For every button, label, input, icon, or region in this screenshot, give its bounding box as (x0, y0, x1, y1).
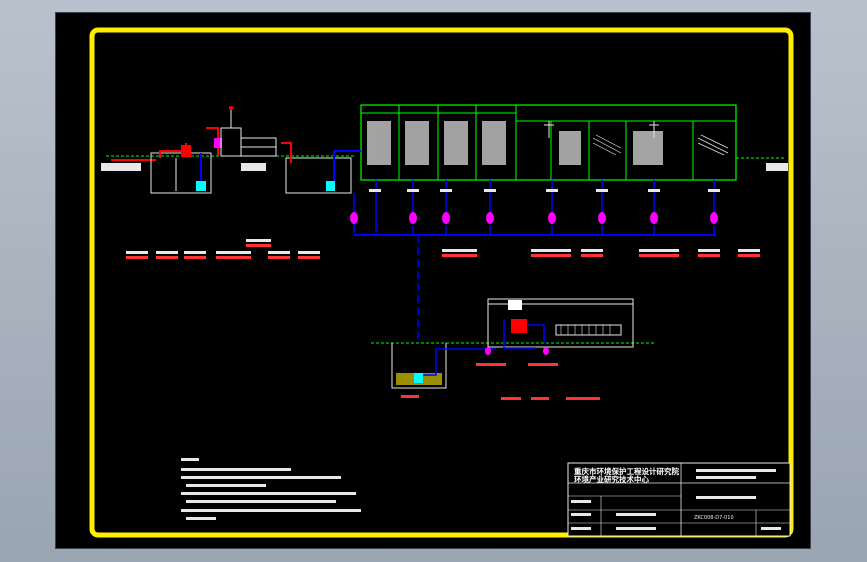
bioreactor-section (350, 104, 788, 236)
submersible-pump-1 (196, 181, 206, 191)
dosing-valve (181, 145, 191, 157)
drawing-sheet: 重庆市环境保护工程设计研究院 环境产业研究技术中心 ZKC008-D7-010 (56, 13, 810, 548)
org-name-line1: 重庆市环境保护工程设计研究院 (574, 466, 679, 476)
media-cell-3 (444, 121, 468, 165)
drawing-frame (89, 27, 794, 538)
notes (181, 458, 361, 520)
sludge-treatment-section (371, 235, 656, 400)
sludge-pump-3 (442, 212, 450, 224)
sludge-pump-red (511, 319, 527, 333)
dewatering-building (487, 298, 634, 348)
sludge-pump-6 (598, 212, 606, 224)
sludge-tank (391, 343, 447, 389)
flotation-label-box (241, 163, 266, 171)
media-cell-1 (367, 121, 391, 165)
media-cell-4 (482, 121, 506, 165)
process-flow-diagram: 重庆市环境保护工程设计研究院 环境产业研究技术中心 ZKC008-D7-010 (89, 27, 794, 538)
sludge-pump-1 (350, 212, 358, 224)
section-labels-row1 (126, 244, 760, 259)
sludge-pump-8 (710, 212, 718, 224)
sludge-hopper (508, 300, 522, 310)
media-cell-5 (559, 131, 581, 165)
sludge-pump-4 (486, 212, 494, 224)
belt-filter-press (555, 324, 622, 336)
sludge-tank-pump (414, 373, 423, 383)
drawing-number: ZKC008-D7-010 (694, 515, 734, 521)
media-cell-2 (405, 121, 429, 165)
media-cell-6 (633, 131, 663, 165)
sludge-pump-2 (409, 212, 417, 224)
inlet-label-box (101, 163, 141, 171)
reactor-outline (360, 104, 737, 181)
pretreatment-section (101, 106, 356, 194)
sludge-pump-7 (650, 212, 658, 224)
dosing-pump (214, 138, 222, 148)
sludge-pump-5 (548, 212, 556, 224)
org-name-line2: 环境产业研究技术中心 (574, 474, 649, 484)
outlet-label-box (766, 163, 788, 171)
submersible-pump-2 (326, 181, 335, 191)
hydrolysis-tank (285, 157, 352, 194)
title-block: 重庆市环境保护工程设计研究院 环境产业研究技术中心 ZKC008-D7-010 (567, 462, 791, 537)
reaction-vessel (220, 127, 242, 157)
